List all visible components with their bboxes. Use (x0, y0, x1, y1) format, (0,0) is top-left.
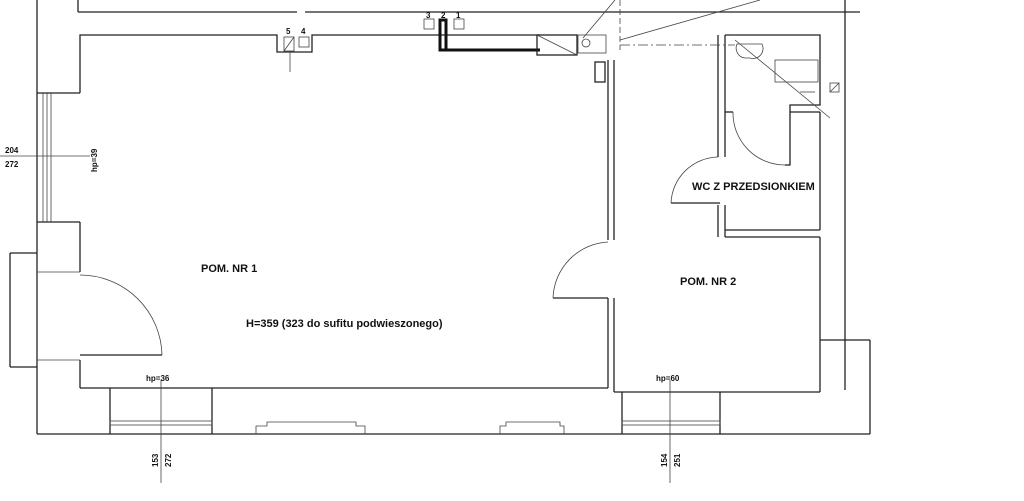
dimension-lines (0, 155, 671, 483)
bottom-right-hp: hp=60 (656, 374, 680, 383)
bottom-right-dim-b: 251 (673, 453, 682, 467)
room1-room2-door[interactable] (552, 241, 609, 299)
wc-walls (717, 34, 840, 231)
duct-label-1: 1 (456, 11, 461, 20)
vent-icon (829, 82, 840, 93)
duct-label-2: 2 (441, 11, 446, 20)
left-window-dim-bottom: 272 (5, 160, 19, 169)
room-1-height-note: H=359 (323 do sufitu podwieszonego) (246, 318, 443, 330)
duct-label-3: 3 (426, 11, 431, 20)
room-1-label: POM. NR 1 (201, 263, 257, 275)
left-window-hp: hp=39 (90, 148, 99, 172)
room-2-walls (614, 156, 870, 393)
entrance-door[interactable] (37, 271, 163, 361)
duct-label-4: 4 (301, 27, 306, 36)
outer-walls (36, 0, 871, 435)
installations (283, 0, 761, 83)
sink-icon (735, 43, 764, 59)
bottom-left-dim-b: 272 (164, 453, 173, 467)
wc-label: WC Z PRZEDSIONKIEM (692, 181, 815, 193)
room-1-walls (79, 34, 615, 392)
bottom-right-dim-a: 154 (660, 453, 669, 467)
toilet-icon (774, 59, 819, 83)
bottom-windows (109, 388, 721, 434)
left-window (9, 92, 80, 368)
bottom-left-dim-a: 153 (151, 453, 160, 467)
duct-label-5: 5 (286, 27, 291, 36)
room-2-label: POM. NR 2 (680, 276, 736, 288)
bottom-left-hp: hp=36 (146, 374, 170, 383)
left-window-dim-top: 204 (5, 146, 19, 155)
